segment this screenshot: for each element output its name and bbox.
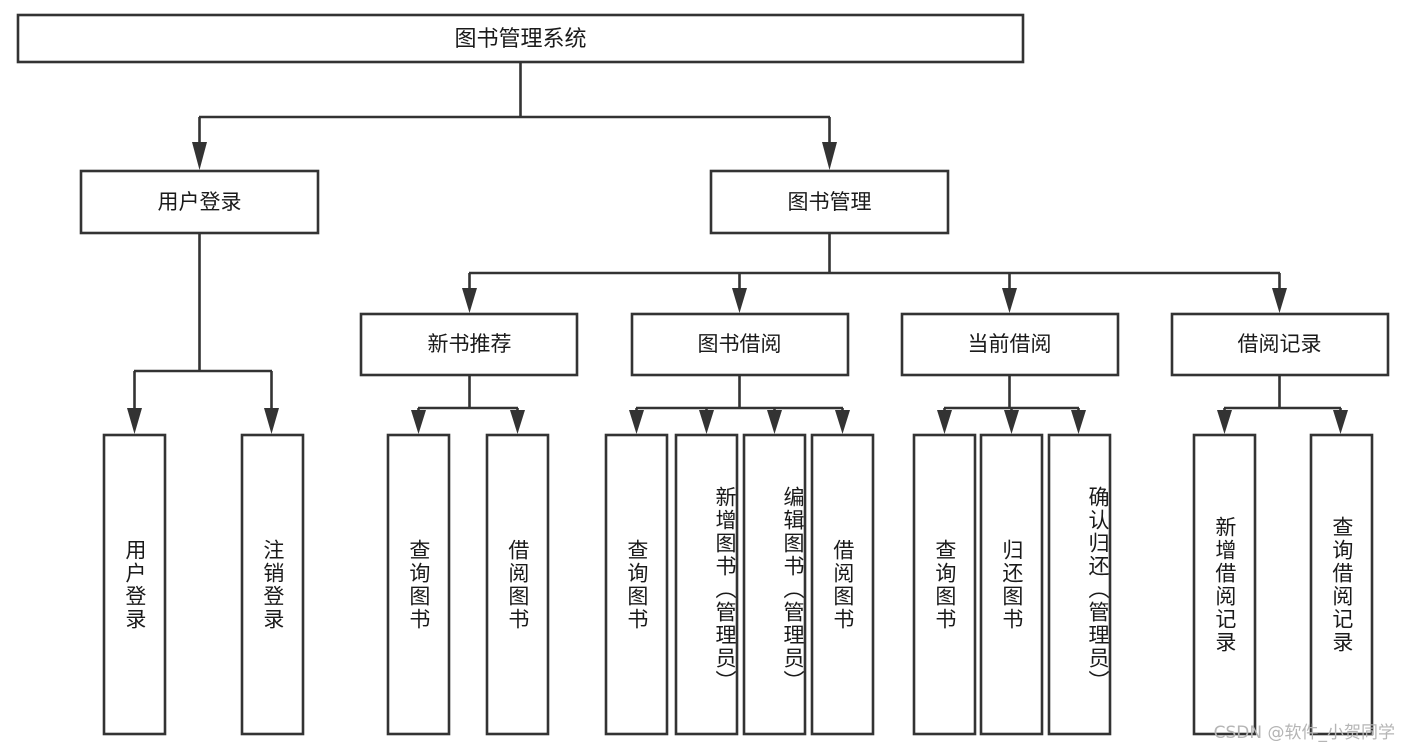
node-leaf-edit-book-box[interactable] bbox=[742, 433, 807, 736]
node-borrow-record-label: 借阅记录 bbox=[1238, 332, 1322, 356]
node-new-book-recommend-box[interactable] bbox=[359, 312, 579, 377]
node-leaf-add-record-box[interactable] bbox=[1192, 433, 1257, 736]
arrowhead-leaf-return-book bbox=[1004, 410, 1019, 434]
node-current-borrow-box[interactable] bbox=[900, 312, 1120, 377]
node-root[interactable]: 图书管理系统 bbox=[16, 13, 1025, 64]
node-leaf-return-book-box[interactable] bbox=[979, 433, 1044, 736]
node-leaf-borrow-book-rec-box[interactable] bbox=[485, 433, 550, 736]
node-current-borrow-label: 当前借阅 bbox=[968, 332, 1052, 356]
arrowhead-user-login bbox=[192, 142, 207, 170]
node-new-book-recommend-label: 新书推荐 bbox=[428, 332, 512, 356]
node-book-manage[interactable]: 图书管理 bbox=[709, 169, 950, 235]
node-user-login[interactable]: 用户登录 bbox=[79, 169, 320, 235]
arrowhead-leaf-query-record bbox=[1333, 410, 1348, 434]
node-new-book-recommend[interactable]: 新书推荐 bbox=[359, 312, 579, 377]
arrowhead-book-manage bbox=[822, 142, 837, 170]
arrowhead-current-borrow bbox=[1002, 288, 1017, 313]
arrowhead-leaf-add-book bbox=[699, 410, 714, 434]
node-user-login-label: 用户登录 bbox=[158, 190, 242, 214]
node-leaf-user-login-box[interactable] bbox=[102, 433, 167, 736]
arrowhead-leaf-edit-book bbox=[767, 410, 782, 434]
arrowhead-leaf-add-record bbox=[1217, 410, 1232, 434]
node-leaf-add-book-box[interactable] bbox=[674, 433, 739, 736]
arrowhead-borrow-record bbox=[1272, 288, 1287, 313]
node-book-manage-box[interactable] bbox=[709, 169, 950, 235]
node-root-box[interactable] bbox=[16, 13, 1025, 64]
node-borrow-record[interactable]: 借阅记录 bbox=[1170, 312, 1390, 377]
arrowhead-new-book-recommend bbox=[462, 288, 477, 313]
node-current-borrow[interactable]: 当前借阅 bbox=[900, 312, 1120, 377]
node-book-borrow[interactable]: 图书借阅 bbox=[630, 312, 850, 377]
arrowhead-leaf-borrow-book-rec bbox=[510, 410, 525, 434]
node-borrow-record-box[interactable] bbox=[1170, 312, 1390, 377]
node-user-login-box[interactable] bbox=[79, 169, 320, 235]
node-leaf-query-book-cur-box[interactable] bbox=[912, 433, 977, 736]
arrowhead-leaf-query-book-rec bbox=[411, 410, 426, 434]
arrowhead-leaf-logout-login bbox=[264, 408, 279, 434]
node-book-manage-label: 图书管理 bbox=[788, 190, 872, 214]
node-leaf-query-book-borrow-box[interactable] bbox=[604, 433, 669, 736]
node-leaf-query-record-box[interactable] bbox=[1309, 433, 1374, 736]
arrowhead-leaf-confirm-return bbox=[1071, 410, 1086, 434]
arrowhead-leaf-user-login bbox=[127, 408, 142, 434]
node-leaf-borrow-book-box[interactable] bbox=[810, 433, 875, 736]
arrowhead-leaf-query-book-borrow bbox=[629, 410, 644, 434]
node-leaf-confirm-return-box[interactable] bbox=[1047, 433, 1112, 736]
arrowhead-leaf-query-book-cur bbox=[937, 410, 952, 434]
arrowhead-leaf-borrow-book bbox=[835, 410, 850, 434]
leaf-node-group bbox=[102, 433, 1374, 736]
node-root-label: 图书管理系统 bbox=[454, 27, 586, 52]
node-leaf-logout-login-box[interactable] bbox=[240, 433, 305, 736]
node-book-borrow-label: 图书借阅 bbox=[698, 332, 782, 356]
node-book-borrow-box[interactable] bbox=[630, 312, 850, 377]
arrowhead-book-borrow bbox=[732, 288, 747, 313]
connector-group bbox=[127, 62, 1348, 434]
node-leaf-query-book-rec-box[interactable] bbox=[386, 433, 451, 736]
